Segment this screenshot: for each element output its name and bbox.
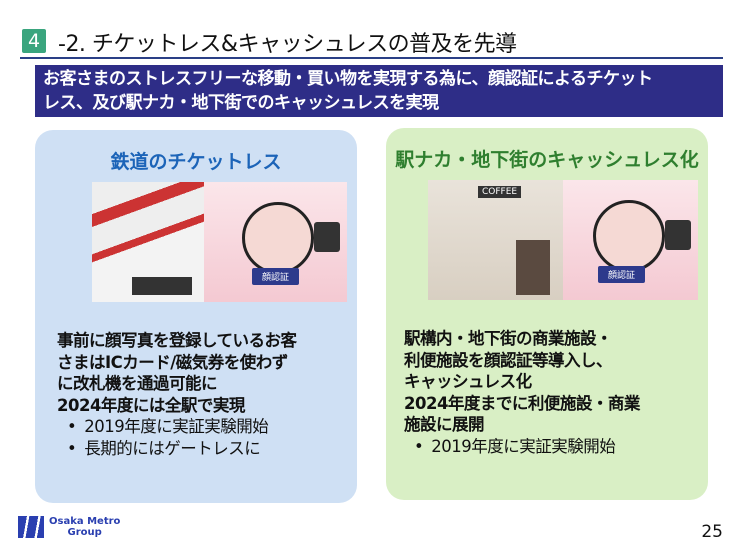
subheading: 施設に展開	[404, 415, 484, 434]
page-number: 25	[701, 522, 723, 542]
banner-line: お客さまのストレスフリーな移動・買い物を実現する為に、顔認証によるチケット	[43, 69, 653, 89]
summary-banner: お客さまのストレスフリーな移動・買い物を実現する為に、顔認証によるチケット レス…	[35, 65, 723, 117]
face-scan-icon	[242, 202, 314, 274]
logo-text: Osaka Metro	[49, 516, 121, 527]
metro-m-icon	[18, 516, 44, 538]
body-line: さまはICカード/磁気券を使わず	[57, 352, 288, 372]
panel-body: 駅構内・地下街の商業施設・ 利便施設を顔認証等導入し、 キャッシュレス化 202…	[404, 328, 640, 457]
body-line: 事前に顔写真を登録しているお客	[57, 331, 297, 350]
page-title: -2. チケットレス&キャッシュレスの普及を先導	[58, 32, 517, 57]
panel-title: 鉄道のチケットレス	[110, 151, 282, 173]
logo-text: Group	[67, 527, 102, 538]
title-divider	[20, 57, 723, 59]
body-line: 利便施設を顔認証等導入し、	[404, 350, 612, 370]
face-scan-icon	[593, 200, 665, 272]
section-number: 4	[22, 29, 46, 53]
face-recognition-badge: 顔認証	[252, 268, 300, 285]
panel-title: 駅ナカ・地下街のキャッシュレス化	[395, 149, 699, 171]
shop-image: COFFEE 顔認証	[428, 180, 698, 300]
body-line: に改札機を通過可能に	[57, 374, 217, 393]
bullet-item: 2019年度に実証実験開始	[404, 436, 640, 458]
subheading: 2024年度までに利便施設・商業	[404, 393, 640, 413]
bullet-item: 2019年度に実証実験開始	[57, 416, 297, 438]
subheading: 2024年度には全駅で実現	[57, 395, 245, 415]
station-gate-image: 顔認証	[92, 182, 347, 302]
banner-line: レス、及び駅ナカ・地下街でのキャッシュレスを実現	[43, 93, 439, 113]
osaka-metro-logo: Osaka Metro Group	[18, 516, 120, 538]
bullet-item: 長期的にはゲートレスに	[57, 438, 297, 460]
body-line: 駅構内・地下街の商業施設・	[404, 329, 612, 348]
face-recognition-badge: 顔認証	[598, 266, 646, 283]
ticketless-panel: 鉄道のチケットレス 顔認証 事前に顔写真を登録しているお客 さまはICカード/磁…	[35, 130, 357, 503]
cashless-panel: 駅ナカ・地下街のキャッシュレス化 COFFEE 顔認証 駅構内・地下街の商業施設…	[386, 128, 708, 500]
body-line: キャッシュレス化	[404, 372, 532, 391]
panel-body: 事前に顔写真を登録しているお客 さまはICカード/磁気券を使わず に改札機を通過…	[57, 330, 297, 459]
coffee-sign: COFFEE	[478, 186, 522, 198]
